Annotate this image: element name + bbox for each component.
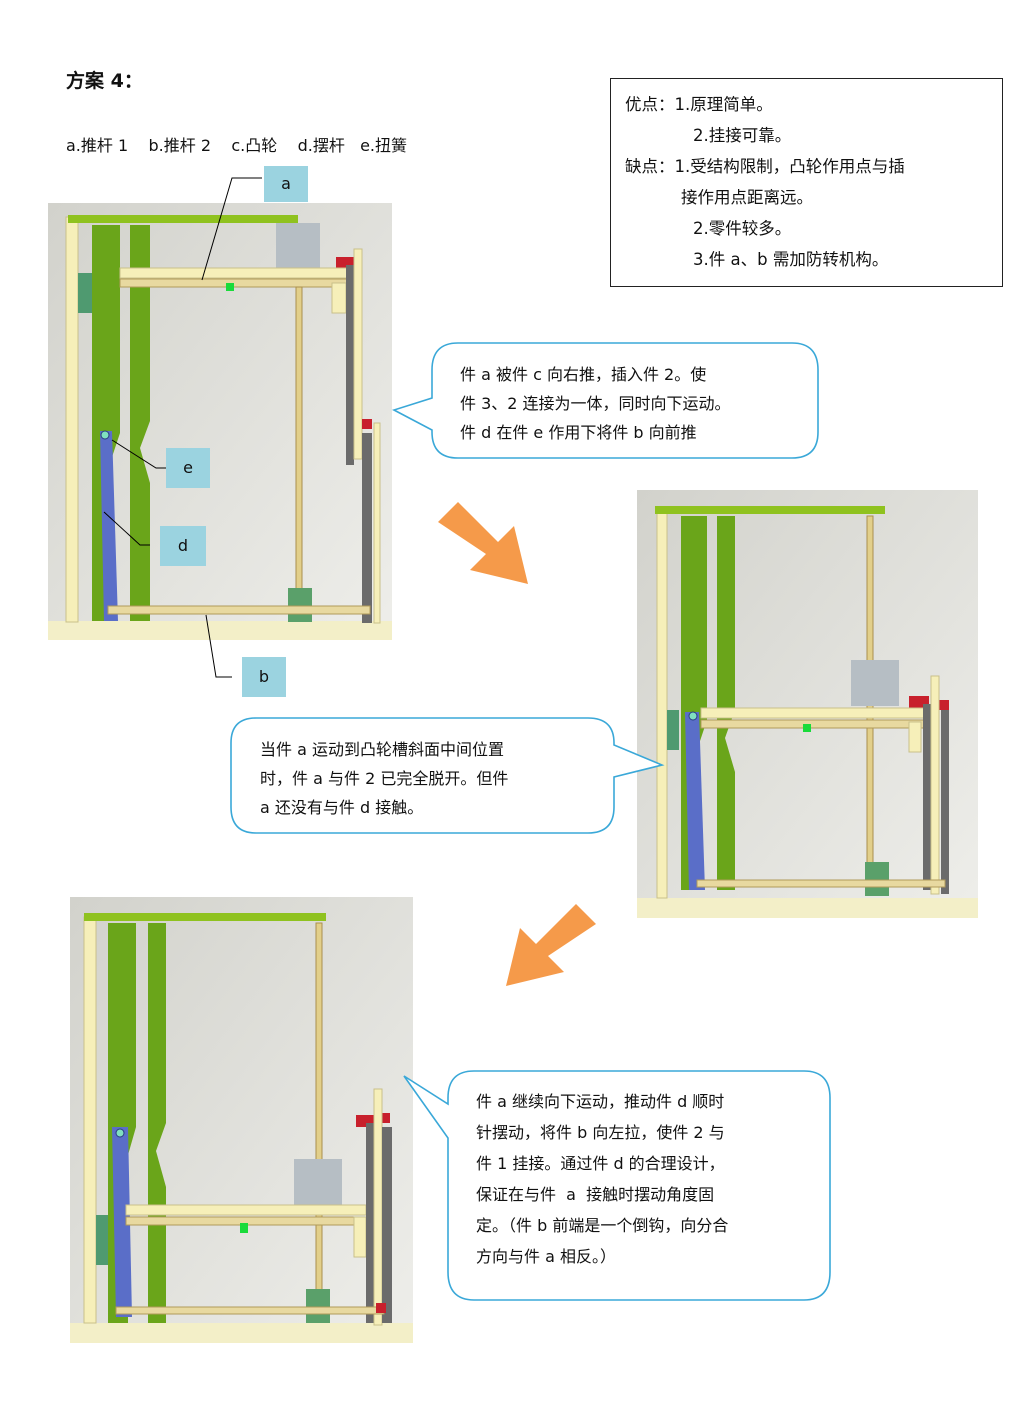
- speech-bubble-2: 当件 a 运动到凸轮槽斜面中间位置 时，件 a 与件 2 已完全脱开。但件 a …: [260, 735, 600, 822]
- bubble-3-line-4: 保证在与件 a 接触时摆动角度固: [476, 1185, 715, 1204]
- bubble-3-line-6: 方向与件 a 相反。）: [476, 1247, 616, 1266]
- label-b: b: [242, 657, 286, 697]
- bubble-1-line-1: 件 a 被件 c 向右推，插入件 2。使: [460, 365, 707, 384]
- bubble-3-line-3: 件 1 挂接。通过件 d 的合理设计，: [476, 1154, 725, 1173]
- speech-bubble-2-shape: [230, 717, 665, 834]
- label-a: a: [264, 166, 308, 202]
- bubble-2-line-1: 当件 a 运动到凸轮槽斜面中间位置: [260, 740, 504, 759]
- bubble-3-line-5: 定。（件 b 前端是一个倒钩，向分合: [476, 1216, 729, 1235]
- speech-bubble-3: 件 a 继续向下运动，推动件 d 顺时 针摆动，将件 b 向左拉，使件 2 与 …: [476, 1086, 826, 1272]
- mechanism-diagram-1: [48, 203, 392, 640]
- cons-line-2: 2.零件较多。: [693, 219, 792, 238]
- bubble-2-line-3: a 还没有与件 d 接触。: [260, 798, 424, 817]
- bubble-3-line-2: 针摆动，将件 b 向左拉，使件 2 与: [476, 1123, 725, 1142]
- label-e: e: [166, 448, 210, 488]
- cons-line-1: 缺点：1.受结构限制，凸轮作用点与插: [625, 157, 905, 176]
- cons-line-1-cont: 接作用点距离远。: [681, 188, 813, 207]
- bubble-3-line-1: 件 a 继续向下运动，推动件 d 顺时: [476, 1092, 725, 1111]
- arrow-down-right-icon: [438, 502, 528, 584]
- mechanism-diagram-3: [70, 897, 413, 1343]
- cons-line-3: 3.件 a、b 需加防转机构。: [693, 250, 889, 269]
- speech-bubble-3-shape: [403, 1070, 831, 1301]
- mechanism-diagram-2: [637, 490, 978, 918]
- bubble-1-line-2: 件 3、2 连接为一体，同时向下运动。: [460, 394, 731, 413]
- pros-line-2: 2.挂接可靠。: [693, 126, 792, 145]
- arrow-down-left-icon: [506, 904, 596, 986]
- page-title: 方案 4：: [66, 70, 143, 92]
- pros-line-1: 优点：1.原理简单。: [625, 95, 773, 114]
- bubble-2-line-2: 时，件 a 与件 2 已完全脱开。但件: [260, 769, 509, 788]
- parts-legend: a.推杆 1 b.推杆 2 c.凸轮 d.摆杆 e.扭簧: [66, 136, 408, 155]
- speech-bubble-1: 件 a 被件 c 向右推，插入件 2。使 件 3、2 连接为一体，同时向下运动。…: [460, 360, 810, 447]
- pros-cons-box: 优点：1.原理简单。 2.挂接可靠。 缺点：1.受结构限制，凸轮作用点与插 接作…: [610, 78, 1003, 287]
- speech-bubble-1-shape: [391, 342, 819, 459]
- label-d: d: [160, 526, 206, 566]
- bubble-1-line-3: 件 d 在件 e 作用下将件 b 向前推: [460, 423, 697, 442]
